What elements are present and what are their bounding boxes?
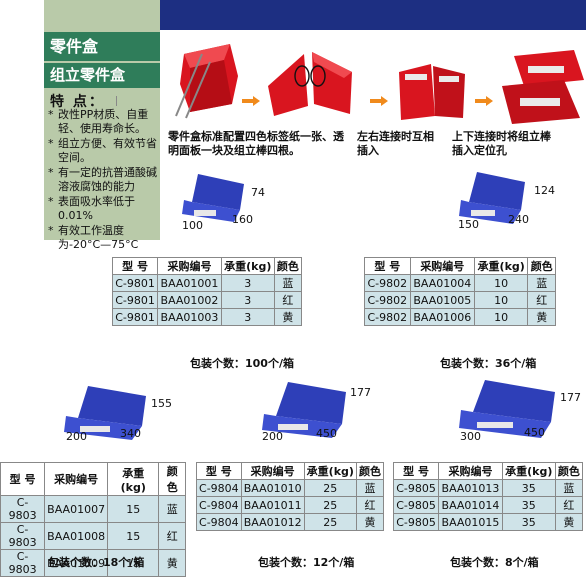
dim-width: 150: [458, 218, 479, 231]
arrow-right-icon: [242, 96, 260, 106]
feature-item: 有一定的抗普通酸碱溶液腐蚀的能力: [47, 166, 165, 194]
col-code: 采购编号: [240, 462, 305, 480]
pack-count: 包装个数：8个/箱: [450, 556, 539, 569]
red-bin-stack-image: [502, 50, 584, 124]
dim-width: 200: [66, 430, 87, 443]
col-model: 型 号: [364, 257, 411, 275]
dim-width: 300: [460, 430, 481, 443]
arrow-right-icon: [370, 96, 388, 106]
section-subtitle: 组立零件盒: [44, 63, 160, 88]
col-color: 颜色: [355, 462, 385, 480]
col-model: 型 号: [111, 257, 159, 275]
dim-height: 177: [350, 386, 371, 399]
dim-width: 100: [182, 219, 203, 232]
blue-bin-image: [64, 386, 146, 440]
dim-height: 177: [560, 391, 581, 404]
col-code: 采购编号: [409, 257, 475, 275]
assembly-caption-3: 上下连接时将组立棒插入定位孔: [452, 130, 551, 157]
feature-item: 表面吸水率低于0.01%: [47, 195, 165, 223]
features-title: 特 点：: [50, 94, 105, 110]
col-load: 承重(kg): [220, 257, 275, 275]
assembly-caption-2: 左右连接时互相插入: [357, 130, 434, 157]
features-list: 改性PP材质、自重轻、使用寿命长。 组立方便、有效节省空间。 有一定的抗普通酸碱…: [47, 108, 165, 253]
red-bin-connect-image: [268, 52, 352, 116]
dim-length: 240: [508, 213, 529, 226]
col-color: 颜色: [158, 462, 186, 496]
page-title: 零件盒: [44, 32, 160, 61]
dim-height: 155: [151, 397, 172, 410]
dim-length: 450: [316, 427, 337, 440]
col-load: 承重(kg): [473, 257, 529, 275]
col-color: 颜色: [527, 257, 556, 275]
col-model: 型 号: [0, 462, 46, 496]
col-load: 承重(kg): [303, 462, 357, 480]
assembly-caption-1: 零件盒标准配置四色标签纸一张、透明面板一块及组立棒四根。: [168, 130, 344, 157]
col-code: 采购编号: [157, 257, 222, 275]
feature-item: 组立方便、有效节省空间。: [47, 137, 165, 165]
dim-height: 74: [251, 186, 265, 199]
col-code: 采购编号: [44, 462, 109, 496]
blue-bin-image: [459, 380, 555, 438]
pack-count: 包装个数：12个/箱: [258, 556, 355, 569]
dim-length: 450: [524, 426, 545, 439]
dim-height: 124: [534, 184, 555, 197]
blue-bin-image: [182, 174, 244, 222]
dim-length: 160: [232, 213, 253, 226]
feature-item: 有效工作温度为-20°C—75°C: [47, 224, 165, 252]
arrow-right-icon: [475, 96, 493, 106]
top-banner-gap: [0, 0, 44, 30]
feature-item: 改性PP材质、自重轻、使用寿命长。: [47, 108, 165, 136]
pack-count: 包装个数：18个/箱: [48, 556, 145, 569]
col-load: 承重(kg): [501, 462, 556, 480]
col-model: 型 号: [196, 462, 242, 480]
col-color: 颜色: [273, 257, 303, 275]
blue-bin-image: [459, 172, 525, 224]
pack-count: 包装个数：36个/箱: [440, 357, 537, 370]
col-load: 承重(kg): [107, 462, 160, 496]
deco-line: [116, 96, 117, 106]
blue-bin-image: [262, 382, 346, 438]
pack-count: 包装个数：100个/箱: [190, 357, 294, 370]
dim-length: 340: [120, 427, 141, 440]
col-model: 型 号: [392, 462, 440, 480]
red-bin-parts-image: [175, 44, 238, 119]
dim-width: 200: [262, 430, 283, 443]
col-code: 采购编号: [438, 462, 503, 480]
col-color: 颜色: [554, 462, 584, 480]
red-bin-side-join-image: [399, 64, 465, 120]
